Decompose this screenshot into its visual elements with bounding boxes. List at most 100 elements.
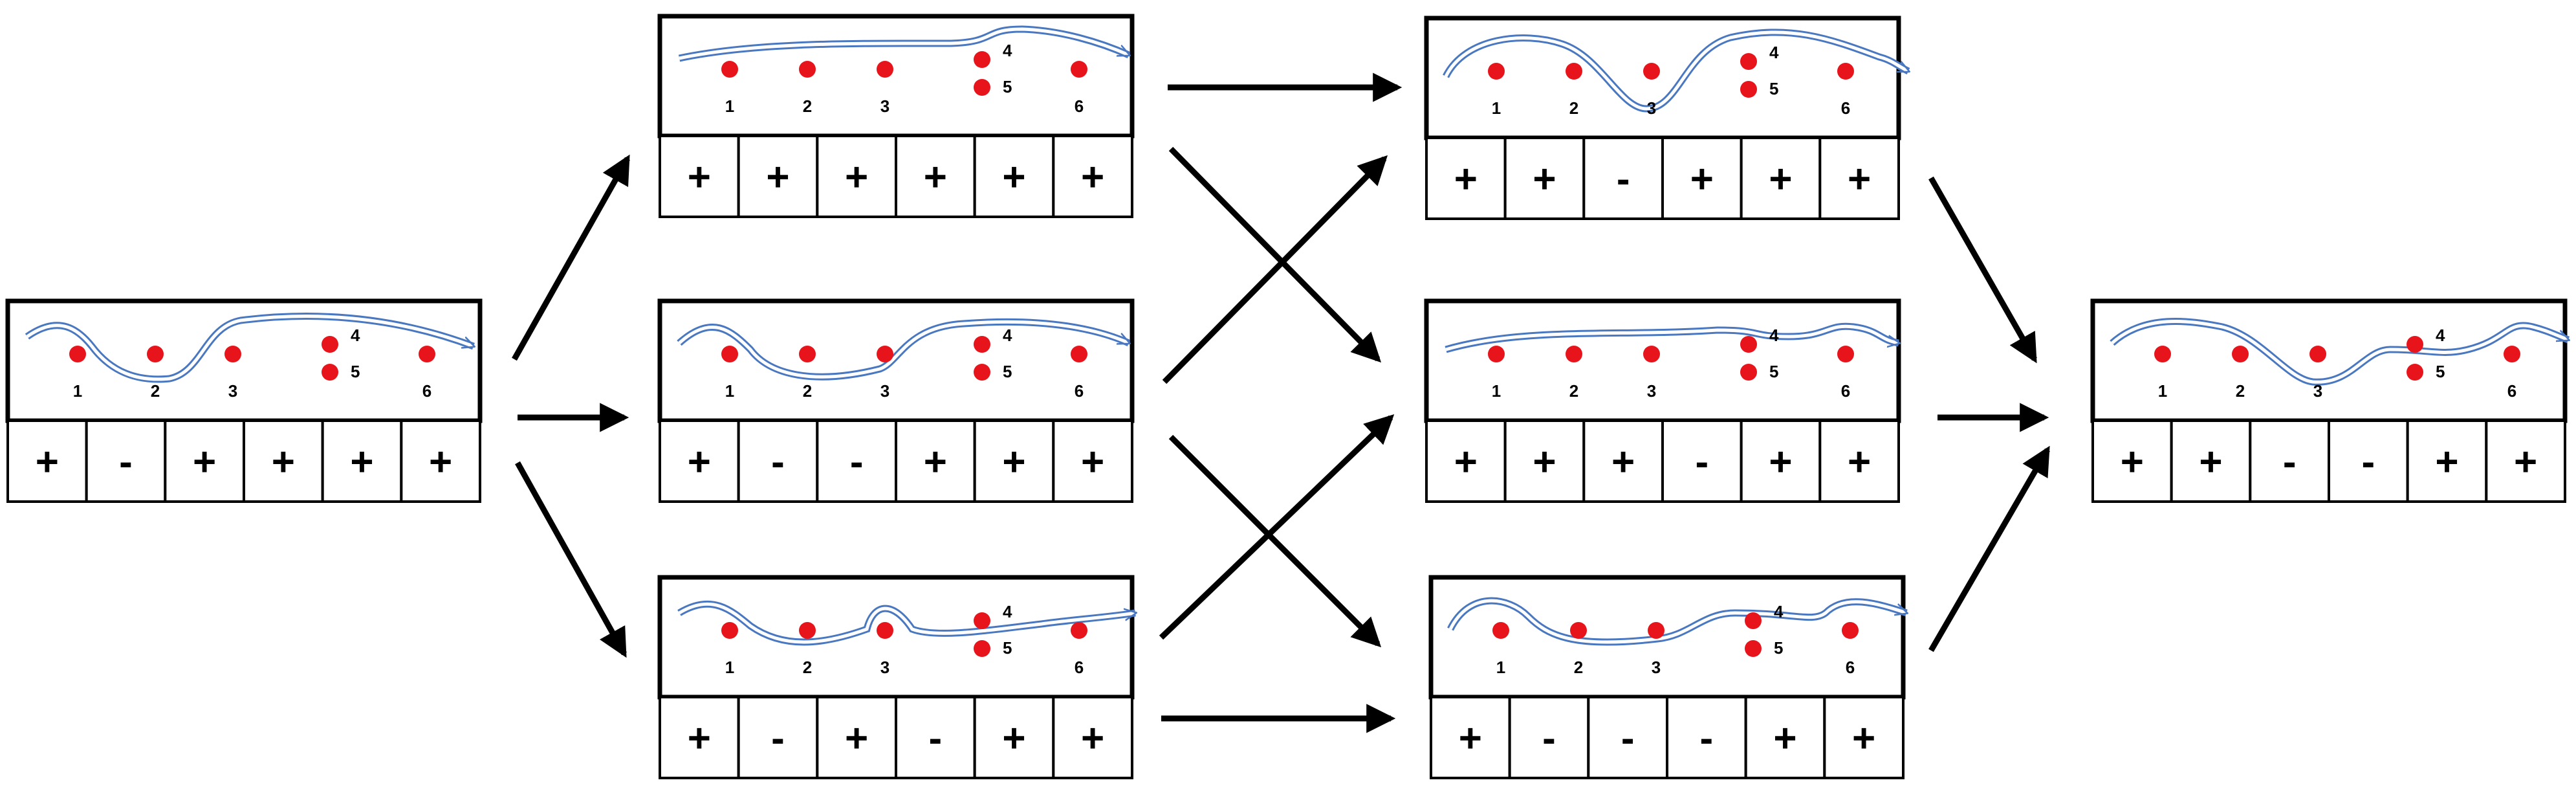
sign-cell bbox=[2328, 419, 2409, 503]
residue-label-6: 6 bbox=[1075, 658, 1084, 677]
sign-cell bbox=[1052, 696, 1133, 779]
residue-label-2: 2 bbox=[803, 381, 812, 401]
residue-dot-2 bbox=[1566, 63, 1582, 80]
sign-cell bbox=[1661, 419, 1743, 503]
sign-value: + bbox=[272, 440, 295, 485]
residue-label-5: 5 bbox=[1769, 79, 1778, 98]
sign-cell bbox=[1052, 135, 1133, 218]
residue-dot-1 bbox=[69, 346, 86, 362]
residue-label-5: 5 bbox=[1003, 77, 1012, 96]
transition-arrows bbox=[512, 72, 2050, 733]
residue-label-3: 3 bbox=[880, 96, 890, 116]
arrow-top-to-right-middle bbox=[1168, 146, 1382, 363]
residue-dot-4 bbox=[1745, 612, 1762, 629]
sign-cell bbox=[1425, 419, 1507, 503]
sign-cell bbox=[1430, 696, 1511, 779]
residue-dot-1 bbox=[1492, 622, 1509, 639]
conformation-box bbox=[657, 14, 1135, 139]
sign-cell bbox=[321, 419, 403, 503]
residue-label-2: 2 bbox=[803, 658, 812, 677]
residue-label-5: 5 bbox=[1774, 638, 1783, 658]
residue-dot-5 bbox=[2407, 364, 2423, 381]
residue-dot-5 bbox=[1740, 364, 1757, 381]
sign-value: + bbox=[1454, 157, 1478, 202]
sign-cell bbox=[1661, 137, 1743, 220]
residue-dot-5 bbox=[974, 640, 990, 657]
sign-cell bbox=[400, 419, 481, 503]
sign-value: + bbox=[1002, 440, 1025, 485]
residue-dot-2 bbox=[799, 622, 816, 639]
sign-cell bbox=[737, 419, 819, 503]
sign-value: - bbox=[1700, 717, 1714, 761]
sign-cell bbox=[1508, 696, 1590, 779]
sign-value: + bbox=[1454, 440, 1478, 485]
residue-dot-2 bbox=[799, 346, 816, 362]
residue-dot-4 bbox=[974, 336, 990, 353]
sign-value: + bbox=[1773, 717, 1796, 761]
sign-value: + bbox=[924, 440, 947, 485]
path-curve bbox=[2111, 319, 2568, 384]
sign-cell bbox=[1666, 696, 1747, 779]
residue-label-6: 6 bbox=[1075, 96, 1084, 116]
arrow-middle-to-right-top bbox=[1162, 155, 1388, 384]
residue-dot-4 bbox=[974, 51, 990, 68]
sign-value: + bbox=[1081, 717, 1104, 761]
residue-label-6: 6 bbox=[1841, 381, 1850, 401]
residue-label-1: 1 bbox=[1496, 658, 1505, 677]
residue-dot-6 bbox=[1071, 346, 1087, 362]
sign-cell bbox=[737, 135, 819, 218]
residue-dot-2 bbox=[1566, 346, 1582, 362]
residue-label-4: 4 bbox=[1003, 41, 1012, 60]
residue-label-4: 4 bbox=[1003, 326, 1012, 345]
sign-value: + bbox=[845, 717, 868, 761]
residue-dot-6 bbox=[1071, 622, 1087, 639]
sign-value: + bbox=[36, 440, 59, 485]
sign-cell bbox=[1425, 137, 1507, 220]
residue-dot-5 bbox=[1745, 640, 1762, 657]
residue-dot-6 bbox=[419, 346, 435, 362]
sign-value: + bbox=[2199, 440, 2222, 485]
arrow-right-top-to-final bbox=[1928, 176, 2037, 364]
residue-dot-3 bbox=[1643, 63, 1660, 80]
residue-dot-4 bbox=[1740, 53, 1757, 70]
residue-dot-6 bbox=[1837, 63, 1854, 80]
sign-cell bbox=[1582, 419, 1664, 503]
sign-value: + bbox=[924, 155, 947, 200]
sign-cell bbox=[1818, 419, 1900, 503]
sign-value: + bbox=[1533, 440, 1556, 485]
residue-dot-1 bbox=[1488, 63, 1505, 80]
residue-label-1: 1 bbox=[725, 381, 734, 401]
residue-label-2: 2 bbox=[2236, 381, 2245, 401]
sign-value: + bbox=[1848, 157, 1871, 202]
residue-label-6: 6 bbox=[422, 381, 431, 401]
residue-dot-3 bbox=[224, 346, 241, 362]
sign-cell bbox=[659, 135, 740, 218]
sign-value: + bbox=[1769, 440, 1792, 485]
sign-cell bbox=[895, 135, 976, 218]
sign-cell bbox=[973, 135, 1055, 218]
residue-label-2: 2 bbox=[1569, 98, 1578, 118]
residue-dot-3 bbox=[877, 61, 893, 78]
residue-dot-3 bbox=[1648, 622, 1665, 639]
residue-label-4: 4 bbox=[351, 326, 360, 345]
residue-label-3: 3 bbox=[1647, 98, 1656, 118]
residue-label-2: 2 bbox=[803, 96, 812, 116]
sign-cell bbox=[2091, 419, 2173, 503]
sign-cell bbox=[816, 696, 897, 779]
sign-cell bbox=[973, 419, 1055, 503]
sign-value: + bbox=[1081, 440, 1104, 485]
sign-value: + bbox=[350, 440, 373, 485]
residue-label-1: 1 bbox=[1492, 381, 1501, 401]
sign-value: + bbox=[1533, 157, 1556, 202]
path-curve bbox=[26, 315, 474, 381]
residue-label-4: 4 bbox=[1774, 602, 1784, 621]
residue-dot-4 bbox=[974, 612, 990, 629]
residue-label-4: 4 bbox=[1003, 602, 1012, 621]
residue-dot-4 bbox=[322, 336, 338, 353]
sign-cell bbox=[1823, 696, 1905, 779]
